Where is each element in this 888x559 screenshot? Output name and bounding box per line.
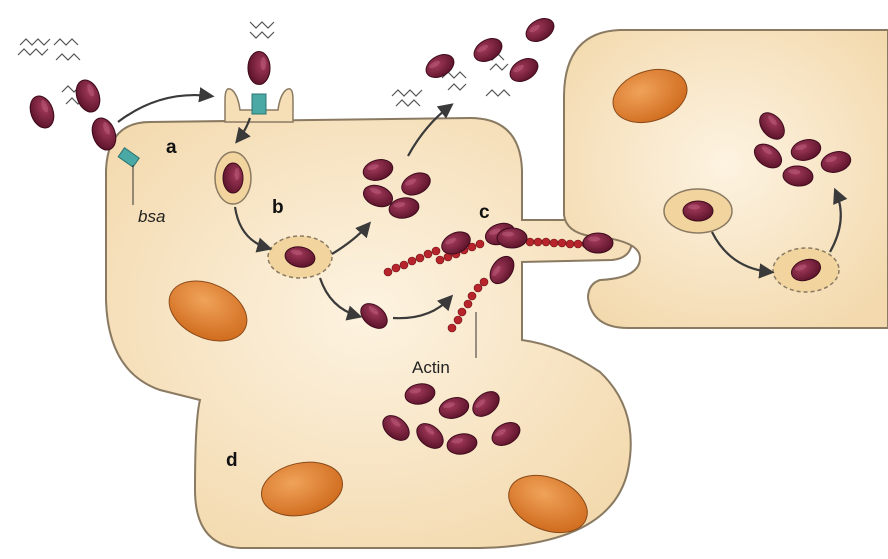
entering-bacterium — [248, 52, 270, 85]
label-d: d — [226, 450, 238, 471]
label-b: b — [272, 197, 284, 218]
label-a: a — [166, 137, 177, 158]
escaping-bacteria — [392, 14, 558, 106]
label-c: c — [479, 202, 490, 223]
label-actin: Actin — [412, 358, 450, 377]
label-bsa: bsa — [138, 207, 165, 226]
neighbor-cell — [564, 30, 888, 328]
vacuole-bacterium — [223, 163, 243, 193]
secretion-apparatus-icon — [252, 94, 266, 114]
